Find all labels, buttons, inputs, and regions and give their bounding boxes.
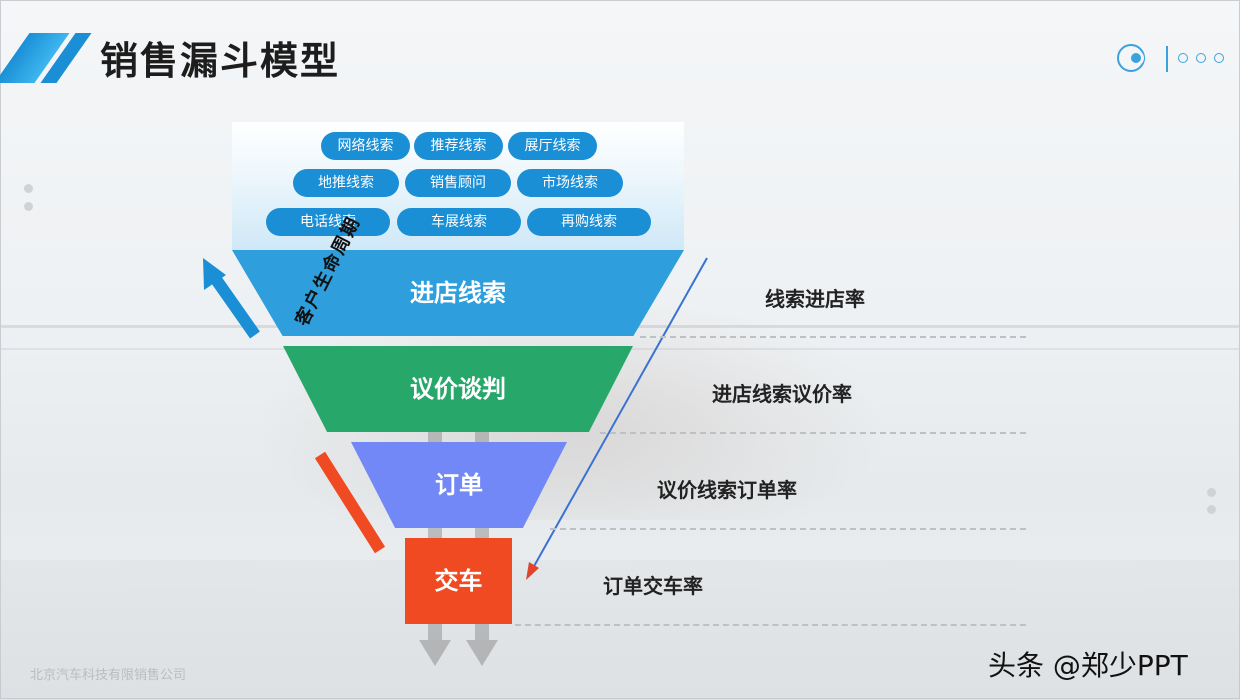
logo-dot-icon	[1128, 50, 1144, 66]
source-pill: 市场线索	[517, 169, 623, 197]
source-pill: 展厅线索	[508, 132, 597, 160]
pager-dot-icon	[1214, 53, 1224, 63]
funnel-stage-delivery: 交车	[405, 538, 512, 624]
separator-line	[515, 624, 1026, 626]
source-pill: 电话线索	[266, 208, 390, 236]
separator-line	[640, 336, 1026, 338]
background-road	[0, 560, 1240, 700]
decor-dot	[24, 184, 33, 193]
rate-negotiation: 进店线索议价率	[712, 382, 852, 406]
lifecycle-arrow-head-icon	[203, 258, 226, 290]
source-pill: 再购线索	[527, 208, 651, 236]
lifecycle-arrow-shaft-blue	[210, 274, 260, 339]
rate-store-visit: 线索进店率	[765, 287, 865, 311]
logo-divider	[1166, 46, 1168, 72]
logo-ring-icon	[1117, 44, 1145, 72]
source-pill: 销售顾问	[405, 169, 511, 197]
decor-dot	[1207, 505, 1216, 514]
source-pill: 推荐线索	[414, 132, 503, 160]
pager-dot-icon	[1178, 53, 1188, 63]
source-pill: 网络线索	[321, 132, 410, 160]
separator-line	[550, 528, 1026, 530]
separator-line	[600, 432, 1026, 434]
rate-delivery: 订单交车率	[603, 574, 703, 598]
conversion-diagonal-arrow	[532, 257, 708, 569]
source-pill: 地推线索	[293, 169, 399, 197]
page-title: 销售漏斗模型	[100, 39, 341, 83]
conversion-arrow-head-icon	[526, 562, 539, 580]
flow-arrow-down-icon	[466, 640, 498, 666]
lifecycle-arrow-shaft-red	[314, 451, 386, 554]
decor-dot	[24, 202, 33, 211]
rate-order: 议价线索订单率	[657, 478, 797, 502]
watermark: 头条 @郑少PPT	[988, 649, 1188, 682]
decor-dot	[1207, 488, 1216, 497]
funnel-stage-store-visit: 进店线索	[232, 250, 684, 336]
lead-sources-panel: 网络线索 推荐线索 展厅线索 地推线索 销售顾问 市场线索 电话线索 车展线索 …	[232, 122, 684, 250]
funnel-stage-negotiation: 议价谈判	[283, 346, 633, 432]
pager-dot-icon	[1196, 53, 1206, 63]
source-pill: 车展线索	[397, 208, 521, 236]
flow-arrow-down-icon	[419, 640, 451, 666]
company-footer: 北京汽车科技有限销售公司	[30, 668, 187, 683]
